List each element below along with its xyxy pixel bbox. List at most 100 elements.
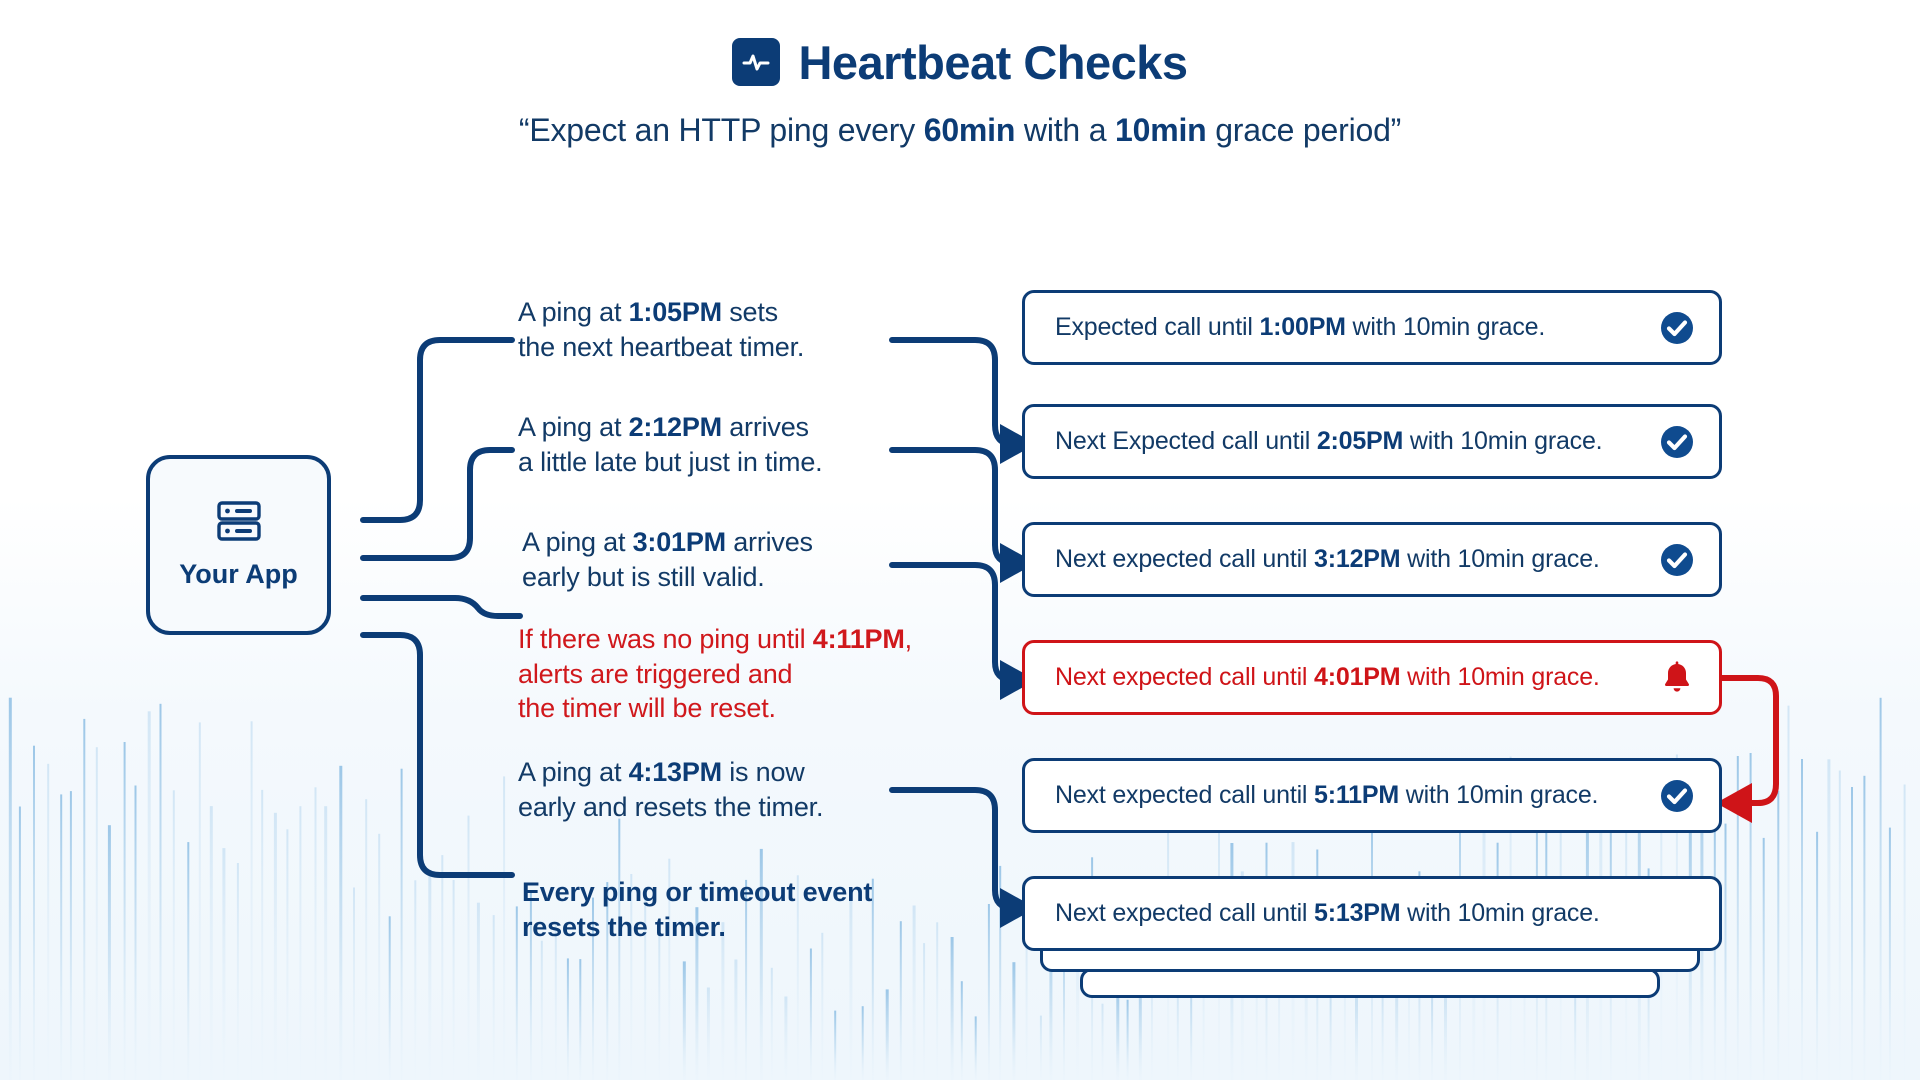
background-bar bbox=[849, 895, 853, 1080]
background-bar bbox=[630, 874, 633, 1080]
background-bar bbox=[1025, 919, 1028, 1080]
background-bar bbox=[515, 906, 518, 1080]
background-bar bbox=[222, 848, 226, 1080]
background-bar bbox=[95, 747, 98, 1080]
step-4-l1-frag-1: 4:11PM bbox=[812, 624, 905, 654]
step-3-l2-frag-0: early but is still valid. bbox=[522, 561, 765, 592]
background-bar bbox=[658, 934, 661, 1080]
background-bar bbox=[784, 996, 788, 1080]
background-bar bbox=[503, 776, 506, 1080]
background-bar bbox=[1039, 1015, 1042, 1080]
step-4-line-1: If there was no ping until 4:11PM, bbox=[518, 622, 912, 657]
wire-app-to-step1 bbox=[360, 337, 515, 523]
background-bar bbox=[834, 1010, 837, 1080]
step-3-l1-frag-0: A ping at bbox=[522, 527, 633, 557]
background-bar bbox=[1736, 756, 1739, 1080]
background-bar bbox=[1278, 942, 1281, 1080]
wire-step1-to-card2 bbox=[889, 337, 1015, 447]
subtitle-interval-value: 60min bbox=[923, 112, 1016, 148]
card-6-frag-2: with 10min grace. bbox=[1400, 899, 1600, 927]
background-bar bbox=[871, 878, 874, 1080]
background-bar bbox=[1749, 753, 1752, 1080]
step-2-line-1: A ping at 2:12PM arrives bbox=[518, 410, 822, 445]
expectation-card-2[interactable]: Next Expected call until 2:05PM with 10m… bbox=[1022, 404, 1722, 479]
step-4-l3-frag-0: the timer will be reset. bbox=[518, 693, 776, 724]
wire-alert-loopback bbox=[1715, 675, 1779, 806]
background-bar bbox=[554, 923, 557, 1080]
background-bar bbox=[1787, 705, 1790, 1080]
background-bar bbox=[899, 921, 902, 1080]
card-2-text: Next Expected call until 2:05PM with 10m… bbox=[1055, 427, 1645, 456]
card-4-frag-0: Next expected call until bbox=[1055, 663, 1315, 691]
step-4-l1-frag-2: , bbox=[904, 624, 913, 654]
background-bar bbox=[566, 958, 569, 1080]
card-5-frag-0: Next expected call until bbox=[1055, 781, 1315, 809]
page-subtitle: “Expect an HTTP ping every 60min with a … bbox=[0, 112, 1920, 149]
background-bar bbox=[923, 943, 926, 1080]
background-bar bbox=[47, 763, 50, 1080]
background-bar bbox=[250, 721, 253, 1080]
background-bar bbox=[1863, 775, 1866, 1080]
background-bar bbox=[796, 875, 799, 1080]
background-bar bbox=[428, 876, 432, 1080]
background-bar bbox=[83, 718, 86, 1080]
background-bar bbox=[606, 882, 609, 1080]
background-bar bbox=[414, 880, 417, 1080]
background-bar bbox=[618, 818, 621, 1080]
wire-step5-to-card6 bbox=[889, 787, 1015, 911]
background-bar bbox=[492, 915, 495, 1080]
background-bar bbox=[1150, 972, 1153, 1080]
background-bar bbox=[960, 981, 963, 1080]
background-bar bbox=[378, 833, 381, 1080]
step-3-l1-frag-1: 3:01PM bbox=[632, 527, 727, 557]
step-1-l2-frag-0: the next heartbeat timer. bbox=[518, 331, 805, 362]
background-bar bbox=[1431, 934, 1434, 1080]
background-bar bbox=[1355, 926, 1358, 1080]
expectation-card-3[interactable]: Next expected call until 3:12PM with 10m… bbox=[1022, 522, 1722, 597]
background-bar bbox=[759, 848, 763, 1080]
card-4-text: Next expected call until 4:01PM with 10m… bbox=[1055, 663, 1645, 692]
background-bar bbox=[821, 932, 824, 1080]
background-bar bbox=[1762, 837, 1765, 1080]
subtitle-suffix: grace period” bbox=[1206, 112, 1402, 148]
background-bar bbox=[1408, 917, 1410, 1080]
background-bar bbox=[1049, 924, 1053, 1080]
your-app-label: Your App bbox=[179, 559, 298, 589]
check-circle-icon bbox=[1659, 424, 1695, 460]
card-3-frag-0: Next expected call until bbox=[1055, 545, 1315, 573]
card-5-text: Next expected call until 5:11PM with 10m… bbox=[1055, 781, 1645, 810]
expectation-card-1[interactable]: Expected call until 1:00PM with 10min gr… bbox=[1022, 290, 1722, 365]
subtitle-middle: with a bbox=[1015, 112, 1115, 148]
background-bar bbox=[668, 858, 671, 1080]
background-bar bbox=[123, 742, 126, 1080]
background-bar bbox=[912, 905, 916, 1080]
background-bar bbox=[1012, 962, 1016, 1080]
card-stack-ghost-2 bbox=[1080, 968, 1660, 998]
step-5-line-1: A ping at 4:13PM is now bbox=[518, 755, 823, 790]
background-bar bbox=[286, 829, 289, 1080]
background-bar bbox=[1138, 969, 1142, 1080]
step-3-line-1: A ping at 3:01PM arrives bbox=[522, 525, 813, 560]
background-bar bbox=[452, 880, 455, 1080]
expectation-card-4[interactable]: Next expected call until 4:01PM with 10m… bbox=[1022, 640, 1722, 715]
background-bar bbox=[1176, 995, 1179, 1080]
background-bar bbox=[1329, 918, 1332, 1080]
background-bar bbox=[134, 785, 137, 1080]
background-bar bbox=[476, 902, 480, 1080]
check-circle-icon bbox=[1659, 310, 1695, 346]
card-2-frag-2: with 10min grace. bbox=[1403, 427, 1603, 455]
background-bar bbox=[706, 987, 710, 1080]
card-3-text: Next expected call until 3:12PM with 10m… bbox=[1055, 545, 1645, 574]
step-2-l2-frag-0: a little late but just in time. bbox=[518, 446, 823, 477]
card-1-frag-1: 1:00PM bbox=[1259, 313, 1346, 341]
background-bar bbox=[1063, 914, 1065, 1080]
expectation-card-5[interactable]: Next expected call until 5:11PM with 10m… bbox=[1022, 758, 1722, 833]
subtitle-prefix: “Expect an HTTP ping every bbox=[518, 112, 924, 148]
your-app-node[interactable]: Your App bbox=[146, 455, 331, 635]
expectation-card-6[interactable]: Next expected call until 5:13PM with 10m… bbox=[1022, 876, 1722, 951]
background-bar bbox=[353, 887, 355, 1080]
background-bar bbox=[187, 842, 190, 1080]
background-bar bbox=[261, 789, 264, 1080]
card-5-frag-2: with 10min grace. bbox=[1399, 781, 1599, 809]
